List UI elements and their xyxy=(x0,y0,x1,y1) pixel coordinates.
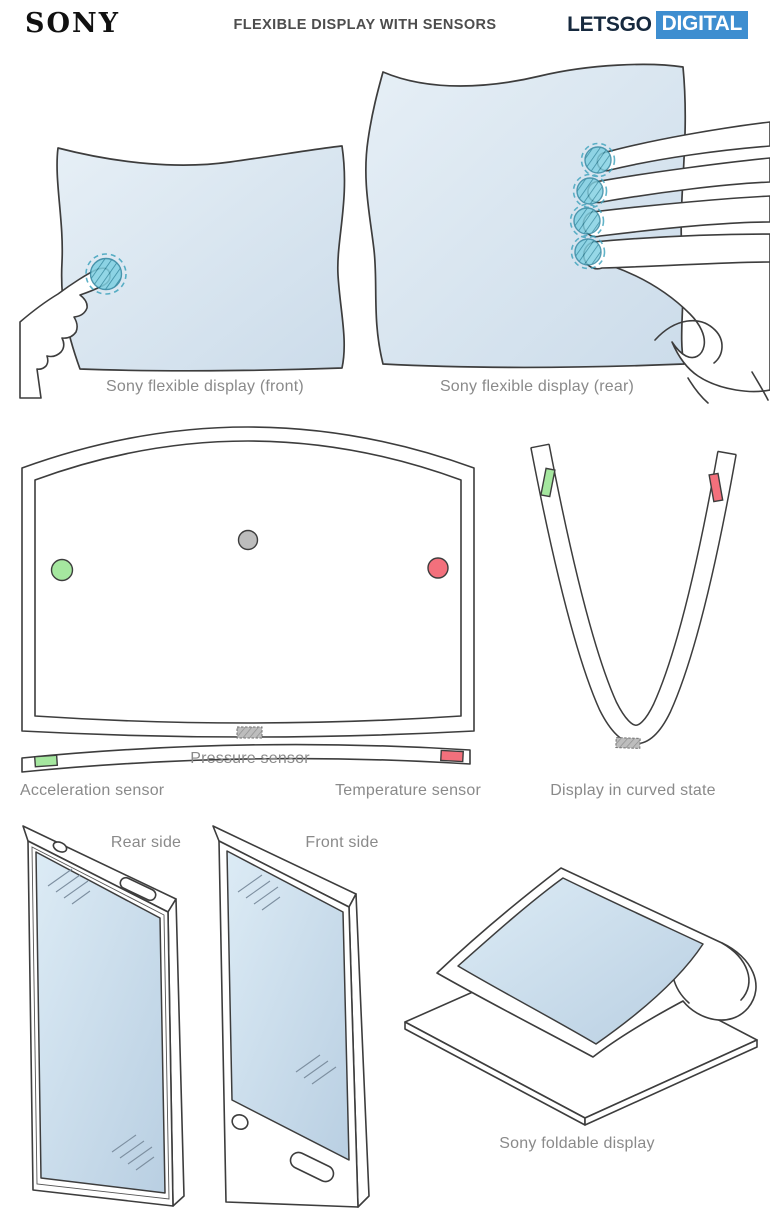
acceleration-sensor-dot xyxy=(50,558,74,582)
figure-foldable: Sony foldable display xyxy=(404,867,758,1152)
caption-front-display: Sony flexible display (front) xyxy=(106,378,304,395)
fold-curve-outer xyxy=(721,942,750,1001)
curved-acceleration-chip xyxy=(540,467,556,498)
sony-logo: SONY xyxy=(25,8,120,39)
pressure-sensor-dot xyxy=(237,529,259,551)
figure-curved-state: Display in curved state xyxy=(530,443,737,799)
screen-shine xyxy=(47,868,155,1171)
temperature-sensor-chip xyxy=(440,749,464,763)
touch-point-icon xyxy=(85,253,127,295)
caption-curved-state: Display in curved state xyxy=(550,782,716,799)
curved-temperature-chip xyxy=(708,472,724,503)
letsgodigital-logo: LETSGO DIGITAL xyxy=(567,11,748,39)
touch-points-icon xyxy=(569,142,616,270)
caption-rear-display: Sony flexible display (rear) xyxy=(440,378,634,395)
page-title: FLEXIBLE DISPLAY WITH SENSORS xyxy=(233,17,497,33)
label-pressure-sensor: Pressure sensor xyxy=(190,750,310,767)
temperature-sensor-dot xyxy=(427,557,449,579)
display-edge-strip xyxy=(21,743,471,773)
phone-rear-bezel-line xyxy=(31,846,170,1200)
figure-phone-front: Front side xyxy=(212,825,378,1208)
figure-phone-rear: Rear side xyxy=(22,825,185,1207)
curved-display-screen xyxy=(34,440,462,724)
foldable-screen xyxy=(457,877,704,1045)
wrist-line-1 xyxy=(687,377,709,404)
page-header: SONY FLEXIBLE DISPLAY WITH SENSORS LETSG… xyxy=(0,0,770,50)
screen-shine xyxy=(237,874,337,1085)
digital-badge: DIGITAL xyxy=(655,11,748,39)
figure-front-display: Sony flexible display (front) xyxy=(19,145,346,399)
flexible-sheet-front xyxy=(56,145,346,372)
foldable-base-edge-right xyxy=(584,1039,758,1126)
caption-foldable: Sony foldable display xyxy=(499,1135,654,1152)
home-button-icon xyxy=(289,1151,335,1183)
curved-pressure-chip xyxy=(615,737,641,749)
tube-endcap-left xyxy=(530,443,550,449)
label-front-side: Front side xyxy=(305,834,378,851)
camera-icon xyxy=(52,841,68,853)
pressure-sensor-chip xyxy=(236,726,263,739)
label-acceleration-sensor: Acceleration sensor xyxy=(20,782,165,799)
phone-front-screen xyxy=(226,850,350,1161)
tube-endcap-right xyxy=(717,450,737,456)
acceleration-sensor-chip xyxy=(33,754,59,768)
front-camera-icon xyxy=(231,1113,249,1131)
speaker-icon xyxy=(119,876,157,902)
curved-tube-body xyxy=(531,444,736,743)
label-temperature-sensor: Temperature sensor xyxy=(335,782,481,799)
phone-rear-screen xyxy=(35,851,166,1194)
label-rear-side: Rear side xyxy=(111,834,181,851)
figure-rear-display: Sony flexible display (rear) xyxy=(364,63,770,404)
wrist-line-2 xyxy=(751,371,769,401)
thumb-line xyxy=(654,319,723,364)
figure-curved-display: Pressure sensor Acceleration sensor Temp… xyxy=(20,426,481,799)
letsgo-text: LETSGO xyxy=(567,13,652,36)
